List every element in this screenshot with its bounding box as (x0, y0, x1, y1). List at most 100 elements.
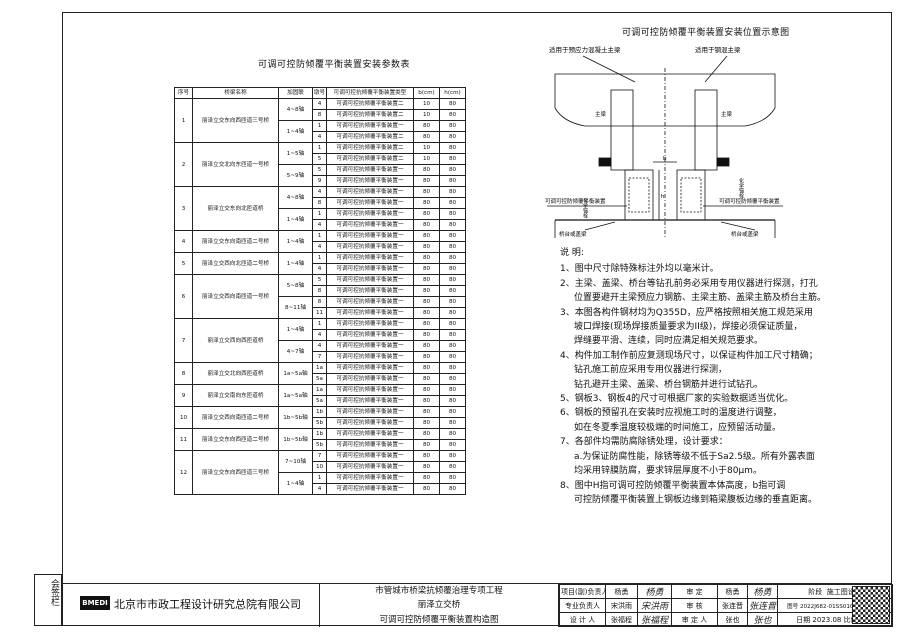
cell-h: 80 (439, 406, 466, 418)
cell-h: 80 (439, 384, 466, 396)
cell-span: 1~5轴 (278, 142, 313, 165)
cell-pier: 1 (312, 230, 327, 242)
cell-type: 可调可控抗倾覆平衡装置一 (326, 307, 414, 319)
cell-no: 3 (174, 186, 193, 231)
cell-type: 可调可控抗倾覆平衡装置一 (326, 406, 414, 418)
cell-h: 80 (439, 351, 466, 363)
cell-b: 10 (413, 98, 440, 110)
cell-b: 80 (413, 472, 440, 484)
col-header-pier: 墩号 (312, 87, 327, 99)
label-device-right: 可调可控防倾覆平衡装置 (719, 197, 780, 205)
note-line: 位置要避开主梁预应力钢筋、主梁主筋、盖梁主筋及桥台主筋。 (574, 293, 827, 304)
cell-b: 80 (413, 131, 440, 143)
cell-pier: 7 (312, 351, 327, 363)
cell-pier: 5a (312, 395, 327, 407)
cell-no: 12 (174, 450, 193, 495)
cell-pier: 4 (312, 186, 327, 198)
cell-pier: 4 (312, 483, 327, 495)
note-line: 8、图中H指可调可控防倾覆平衡装置本体高度，b指可调 (560, 480, 786, 491)
cell-pier: 8 (312, 296, 327, 308)
cell-pier: 1 (312, 208, 327, 220)
cell-h: 80 (439, 241, 466, 253)
table-header-row: 序号 桥梁名称 加固联 墩号 可调可控抗倾覆平衡装置类型 b(cm) h(cm) (174, 87, 466, 99)
role-discipline-lead: 专业负责人 (559, 598, 606, 613)
name-review: 张连晋 (717, 598, 748, 613)
cell-b: 80 (413, 208, 440, 220)
countersign-box: 会签栏 (34, 574, 62, 626)
cell-type: 可调可控抗倾覆平衡装置一 (326, 351, 414, 363)
dim-b-label: b (663, 156, 667, 162)
cell-span: 4~8轴 (278, 98, 313, 121)
leader-steel (704, 55, 728, 83)
role-project-lead: 项目(副)负责人 (559, 584, 606, 599)
cell-h: 80 (439, 285, 466, 297)
cell-b: 80 (413, 450, 440, 462)
cell-type: 可调可控抗倾覆平衡装置一 (326, 461, 414, 473)
cell-b: 80 (413, 340, 440, 352)
cell-b: 10 (413, 142, 440, 154)
cell-no: 1 (174, 98, 193, 143)
name-checker: 张也 (717, 612, 748, 627)
cell-h: 80 (439, 175, 466, 187)
cell-type: 可调可控抗倾覆平衡装置一 (326, 186, 414, 198)
cell-pier: 5 (312, 274, 327, 286)
cell-h: 80 (439, 120, 466, 132)
cell-bridge: 丽泽立交东向西匝道三号桥 (192, 98, 279, 143)
name-discipline-lead: 宋洪雨 (605, 598, 638, 613)
cell-b: 80 (413, 307, 440, 319)
cell-pier: 4 (312, 219, 327, 231)
cell-type: 可调可控抗倾覆平衡装置一 (326, 329, 414, 341)
name-project-lead: 杨勇 (605, 584, 638, 599)
cell-bridge: 丽泽立交西向北匝道二号桥 (192, 252, 279, 275)
project-line-2: 丽泽立交桥 (417, 600, 461, 611)
cell-pier: 1 (312, 318, 327, 330)
cell-type: 可调可控抗倾覆平衡装置一 (326, 219, 414, 231)
cell-pier: 4 (312, 98, 327, 110)
name-designer: 张福程 (605, 612, 638, 627)
cell-span: 1b~5b轴 (278, 406, 313, 429)
cell-type: 可调可控抗倾覆平衡装置一 (326, 428, 414, 440)
cell-h: 80 (439, 252, 466, 264)
cell-b: 80 (413, 263, 440, 275)
left-bearing (598, 157, 612, 167)
cell-pier: 1 (312, 252, 327, 264)
title-block: BMEDI 北京市市政工程设计研究总院有限公司 市管城市桥梁抗倾覆治理专项工程 … (62, 583, 893, 627)
cell-h: 80 (439, 153, 466, 165)
signature-1: 杨勇 (637, 584, 672, 599)
signature-2: 宋洪雨 (637, 598, 672, 613)
stage-label: 阶段 (808, 587, 823, 596)
label-chem-right: 化学锚栓 (738, 177, 744, 199)
cell-type: 可调可控抗倾覆平衡装置一 (326, 241, 414, 253)
cell-type: 可调可控抗倾覆平衡装置一 (326, 164, 414, 176)
cell-b: 80 (413, 241, 440, 253)
cell-h: 80 (439, 483, 466, 495)
cell-h: 80 (439, 263, 466, 275)
cell-bridge: 丽泽立交东向南匝道二号桥 (192, 230, 279, 253)
signature-6: 张也 (747, 612, 778, 627)
cell-span: 1~4轴 (278, 252, 313, 275)
leader-pier-right (720, 221, 756, 231)
cell-span: 1~4轴 (278, 318, 313, 341)
note-line: 4、构件加工制作前应复测现场尺寸，以保证构件加工尺寸精确； (560, 350, 818, 361)
cell-span: 1~4轴 (278, 120, 313, 143)
project-info: 市管城市桥梁抗倾覆治理专项工程 丽泽立交桥 可调可控防倾覆平衡装置构造图 (319, 584, 559, 627)
cell-no: 7 (174, 318, 193, 363)
date-label: 日期 (796, 615, 811, 624)
note-line: 坡口焊接(现场焊接质量要求为II级)，焊接必须保证质量， (574, 322, 803, 333)
cell-type: 可调可控抗倾覆平衡装置一 (326, 483, 414, 495)
note-line: 焊缝要平滑、连续，同时应满足相关规范要求。 (574, 336, 764, 347)
cell-pier: 5a (312, 373, 327, 385)
cell-b: 80 (413, 373, 440, 385)
cell-h: 80 (439, 186, 466, 198)
cell-h: 80 (439, 472, 466, 484)
cell-pier: 9 (312, 175, 327, 187)
cell-b: 80 (413, 417, 440, 429)
